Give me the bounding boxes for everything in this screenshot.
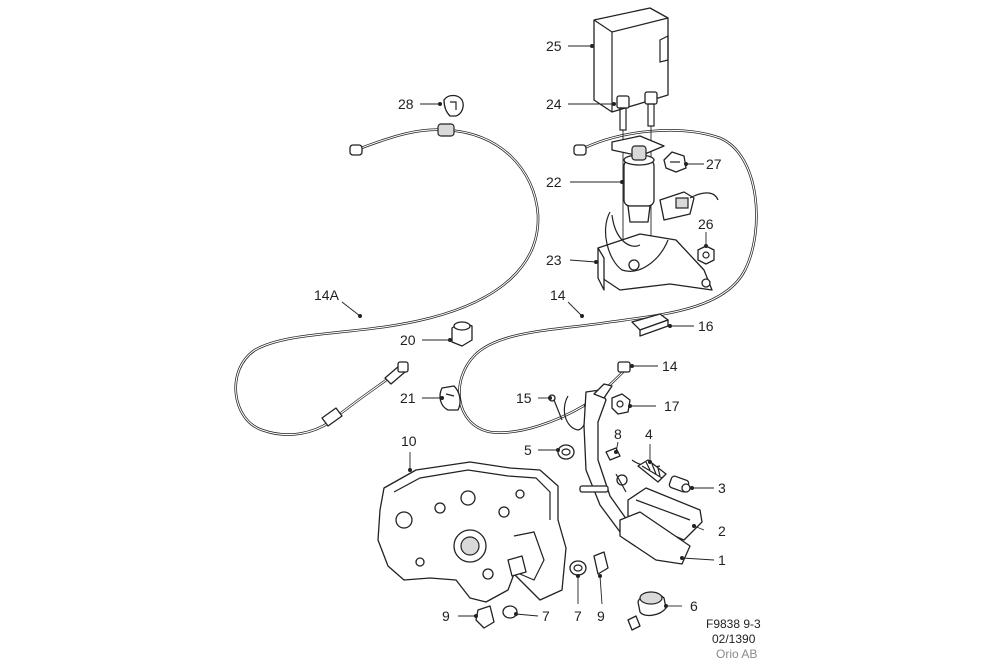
plate-10 (377, 461, 567, 603)
label-7-right: 7 (574, 608, 582, 624)
label-8: 8 (614, 426, 622, 442)
label-15: 15 (516, 390, 532, 406)
label-2: 2 (718, 523, 726, 539)
label-14a: 14A (314, 287, 340, 303)
clip-9-left (475, 605, 495, 629)
nut-7-left (502, 605, 518, 619)
nut-7-right (569, 560, 587, 576)
label-6: 6 (690, 598, 698, 614)
label-9-right: 9 (597, 608, 605, 624)
clip-20 (451, 321, 473, 347)
clip-28 (443, 94, 464, 117)
cable-14 (458, 129, 758, 434)
label-9-left: 9 (442, 608, 450, 624)
copyright: Orio AB (716, 647, 757, 661)
figure-footer: F9838 9-3 02/1390 Orio AB (706, 617, 761, 661)
label-27: 27 (706, 156, 722, 172)
clip-17 (611, 393, 631, 415)
figure-code: F9838 9-3 (706, 617, 761, 631)
label-7-left: 7 (542, 608, 550, 624)
sleeve-16 (631, 313, 669, 337)
label-22: 22 (546, 174, 562, 190)
label-5: 5 (524, 442, 532, 458)
label-26: 26 (698, 216, 714, 232)
label-1: 1 (718, 552, 726, 568)
label-20: 20 (400, 332, 416, 348)
clip-27 (663, 151, 687, 173)
label-14-lower: 14 (662, 358, 678, 374)
bolt-spring-3-4 (631, 459, 691, 493)
label-10: 10 (401, 433, 417, 449)
label-17: 17 (664, 398, 680, 414)
leader-lines (341, 44, 715, 618)
label-3: 3 (718, 480, 726, 496)
pin-15 (548, 394, 587, 431)
label-21: 21 (400, 390, 416, 406)
clip-21 (439, 385, 461, 411)
cable-14a (234, 123, 540, 436)
label-4: 4 (645, 426, 653, 442)
actuator-22 (611, 135, 719, 223)
clip-8 (605, 447, 621, 461)
label-16: 16 (698, 318, 714, 334)
label-24: 24 (546, 96, 562, 112)
cover-25 (593, 7, 669, 113)
pedal-assembly (579, 383, 703, 565)
callout-labels: 25 24 28 27 22 26 23 14A 14 16 20 14 21 … (314, 38, 726, 624)
label-28: 28 (398, 96, 414, 112)
label-25: 25 (546, 38, 562, 54)
bush-5 (557, 444, 575, 460)
cap-6 (627, 591, 667, 631)
label-14-upper: 14 (550, 287, 566, 303)
clip-9-right (593, 551, 609, 575)
label-23: 23 (546, 252, 562, 268)
nut-26 (697, 245, 715, 265)
figure-date: 02/1390 (712, 632, 756, 646)
bracket-23 (597, 211, 713, 291)
